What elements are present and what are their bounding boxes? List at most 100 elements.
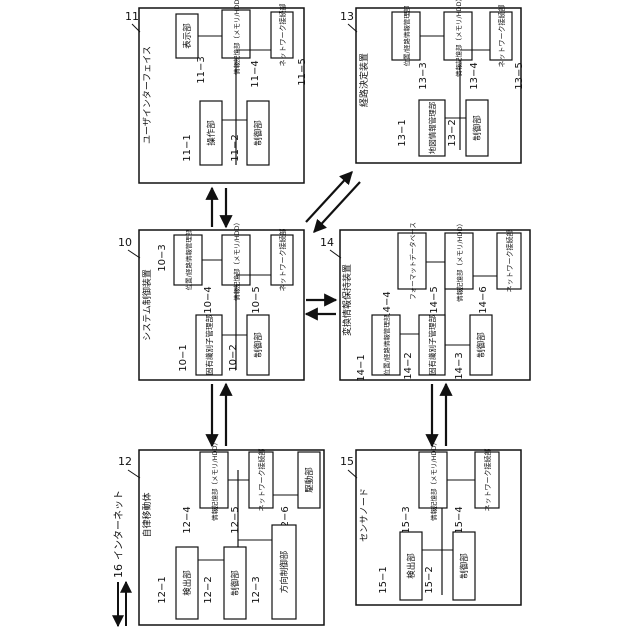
unit-code: 14−2 xyxy=(403,352,414,379)
node-sensor: 15 センサノード 情報記憶部（メモリ/HDD） 15−3 ネットワーク接続部 … xyxy=(340,439,521,605)
unit-label: 検出部 xyxy=(406,553,417,579)
unit-label: 位置/経路情報管理部 xyxy=(184,229,193,290)
internet-link: 16 インターネット xyxy=(112,490,126,626)
unit-code: 15−2 xyxy=(424,566,435,593)
unit-label: ネットワーク接続部 xyxy=(505,230,514,293)
node-number: 10 xyxy=(118,236,132,249)
node-title: システム制御装置 xyxy=(141,269,153,341)
node-title: 経路決定装置 xyxy=(358,53,370,107)
node-title: 変換情報保持装置 xyxy=(341,264,353,336)
unit-control: 制御部 15−2 xyxy=(424,532,475,600)
unit-code: 15−1 xyxy=(378,566,389,593)
unit-code: 10−2 xyxy=(228,344,239,371)
unit-drive: 駆動部 12−6 xyxy=(273,452,320,534)
unit-code: 15−4 xyxy=(454,506,465,533)
unit-label: 情報記憶部（メモリ/HDD） xyxy=(232,219,241,301)
unit-network: ネットワーク接続部 15−4 xyxy=(447,449,499,534)
unit-code: 13−5 xyxy=(514,62,525,89)
unit-label: 制御部 xyxy=(230,570,241,596)
node-number: 14 xyxy=(320,236,334,249)
internet-label: インターネット xyxy=(113,490,125,560)
node-number: 15 xyxy=(340,455,354,468)
unit-label: 駆動部 xyxy=(304,467,315,493)
unit-code: 13−3 xyxy=(418,62,429,89)
unit-code: 14−6 xyxy=(478,286,489,313)
unit-code: 11−1 xyxy=(182,134,193,161)
internet-number: 16 xyxy=(112,564,125,578)
node-title: 自律移動体 xyxy=(141,492,153,537)
node-conversion-info: 14 変換情報保持装置 フォーマットデータベース 14−4 情報記憶部（メモリ/… xyxy=(320,220,530,382)
unit-code: 12−2 xyxy=(203,576,214,603)
unit-code: 12−3 xyxy=(251,576,262,603)
unit-control: 制御部 12−2 xyxy=(203,547,246,619)
unit-code: 11−3 xyxy=(196,56,207,83)
unit-code: 11−5 xyxy=(297,58,308,85)
unit-code: 10−3 xyxy=(157,244,168,271)
unit-storage: 情報記憶部（メモリ/HDD） 10−4 xyxy=(203,219,250,314)
node-title: ユーザインターフェイス xyxy=(142,46,153,144)
node-number: 13 xyxy=(340,10,354,23)
unit-storage: 情報記憶部（メモリ/HDD） 15−3 xyxy=(401,439,447,534)
unit-storage: 情報記憶部（メモリ/HDD） 14−5 xyxy=(429,220,473,314)
unit-code: 12−5 xyxy=(230,506,241,533)
unit-label: ネットワーク接続部 xyxy=(497,5,506,68)
unit-storage: 情報記憶部（メモリ/HDD） 11−4 xyxy=(222,0,261,88)
node-system-control: 10 システム制御装置 位置/経路情報管理部 10−3 情報記憶部（メモリ/HD… xyxy=(118,219,304,380)
unit-label: 表示部 xyxy=(182,23,193,49)
unit-code: 10−4 xyxy=(203,286,214,313)
unit-label: 地図情報管理部 xyxy=(427,101,437,154)
unit-network: ネットワーク接続部 14−6 xyxy=(473,230,521,314)
unit-label: フォーマットデータベース xyxy=(408,222,417,300)
unit-code: 10−5 xyxy=(251,286,262,313)
unit-control: 制御部 10−2 xyxy=(228,315,269,375)
unit-direction-control: 方向制御部 12−3 xyxy=(238,525,296,619)
unit-code: 12−4 xyxy=(182,506,193,533)
unit-code: 13−1 xyxy=(397,119,408,146)
unit-label: 制御部 xyxy=(253,332,264,358)
unit-label: 制御部 xyxy=(472,115,483,141)
unit-code: 12−1 xyxy=(157,576,168,603)
unit-label: 位置/経路情報管理部 xyxy=(402,5,411,66)
connections xyxy=(212,172,446,446)
unit-label: ネットワーク接続部 xyxy=(483,449,492,512)
node-number: 12 xyxy=(118,455,132,468)
unit-code: 11−2 xyxy=(230,134,241,161)
unit-code: 13−4 xyxy=(469,62,480,89)
unit-storage: 情報記憶部（メモリ/HDD） 13−4 xyxy=(444,0,480,90)
unit-label: 操作部 xyxy=(206,120,217,146)
unit-label: ネットワーク接続部 xyxy=(257,449,266,512)
unit-label: 情報記憶部（メモリ/HDD） xyxy=(429,439,438,521)
unit-label: ネットワーク接続部 xyxy=(278,4,287,67)
unit-label: 固有識別子管理部 xyxy=(204,315,214,375)
unit-label: 情報記憶部（メモリ/HDD） xyxy=(455,220,464,302)
node-user-interface: 11 ユーザインターフェイス 表示部 11−3 情報記憶部（メモリ/HDD） 1… xyxy=(125,0,308,183)
unit-label: 位置/経路情報管理部 xyxy=(382,314,391,375)
node-title: センサノード xyxy=(359,488,370,542)
leader-line xyxy=(128,250,140,258)
unit-label: 制御部 xyxy=(459,553,470,579)
unit-code: 13−2 xyxy=(447,119,458,146)
unit-identifier: 固有識別子管理部 14−2 xyxy=(403,315,445,380)
unit-label: 情報記憶部（メモリ/HDD） xyxy=(210,439,219,521)
node-autonomous-body: 12 自律移動体 情報記憶部（メモリ/HDD） 12−4 ネットワーク接続部 1… xyxy=(118,439,324,625)
unit-label: 固有識別子管理部 xyxy=(427,315,437,375)
node-number: 11 xyxy=(125,10,139,23)
unit-network: ネットワーク接続部 12−5 xyxy=(230,449,273,534)
unit-control: 制御部 14−3 xyxy=(445,315,492,380)
unit-label: 制御部 xyxy=(476,332,487,358)
unit-label: 情報記憶部（メモリ/HDD） xyxy=(232,0,241,75)
unit-label: 制御部 xyxy=(253,120,264,146)
unit-label: ネットワーク接続部 xyxy=(278,229,287,292)
unit-code: 10−1 xyxy=(178,344,189,371)
unit-code: 14−5 xyxy=(429,286,440,313)
unit-control: 制御部 13−2 xyxy=(447,100,488,156)
node-route-determination: 13 経路決定装置 位置/経路情報管理部 13−3 情報記憶部（メモリ/HDD）… xyxy=(340,0,525,163)
unit-code: 11−4 xyxy=(250,60,261,87)
unit-code: 15−3 xyxy=(401,506,412,533)
unit-operation: 操作部 11−1 xyxy=(182,101,236,165)
unit-code: 14−1 xyxy=(356,354,367,381)
leader-line xyxy=(128,470,140,478)
unit-label: 方向制御部 xyxy=(279,550,290,593)
unit-code: 14−3 xyxy=(454,352,465,379)
